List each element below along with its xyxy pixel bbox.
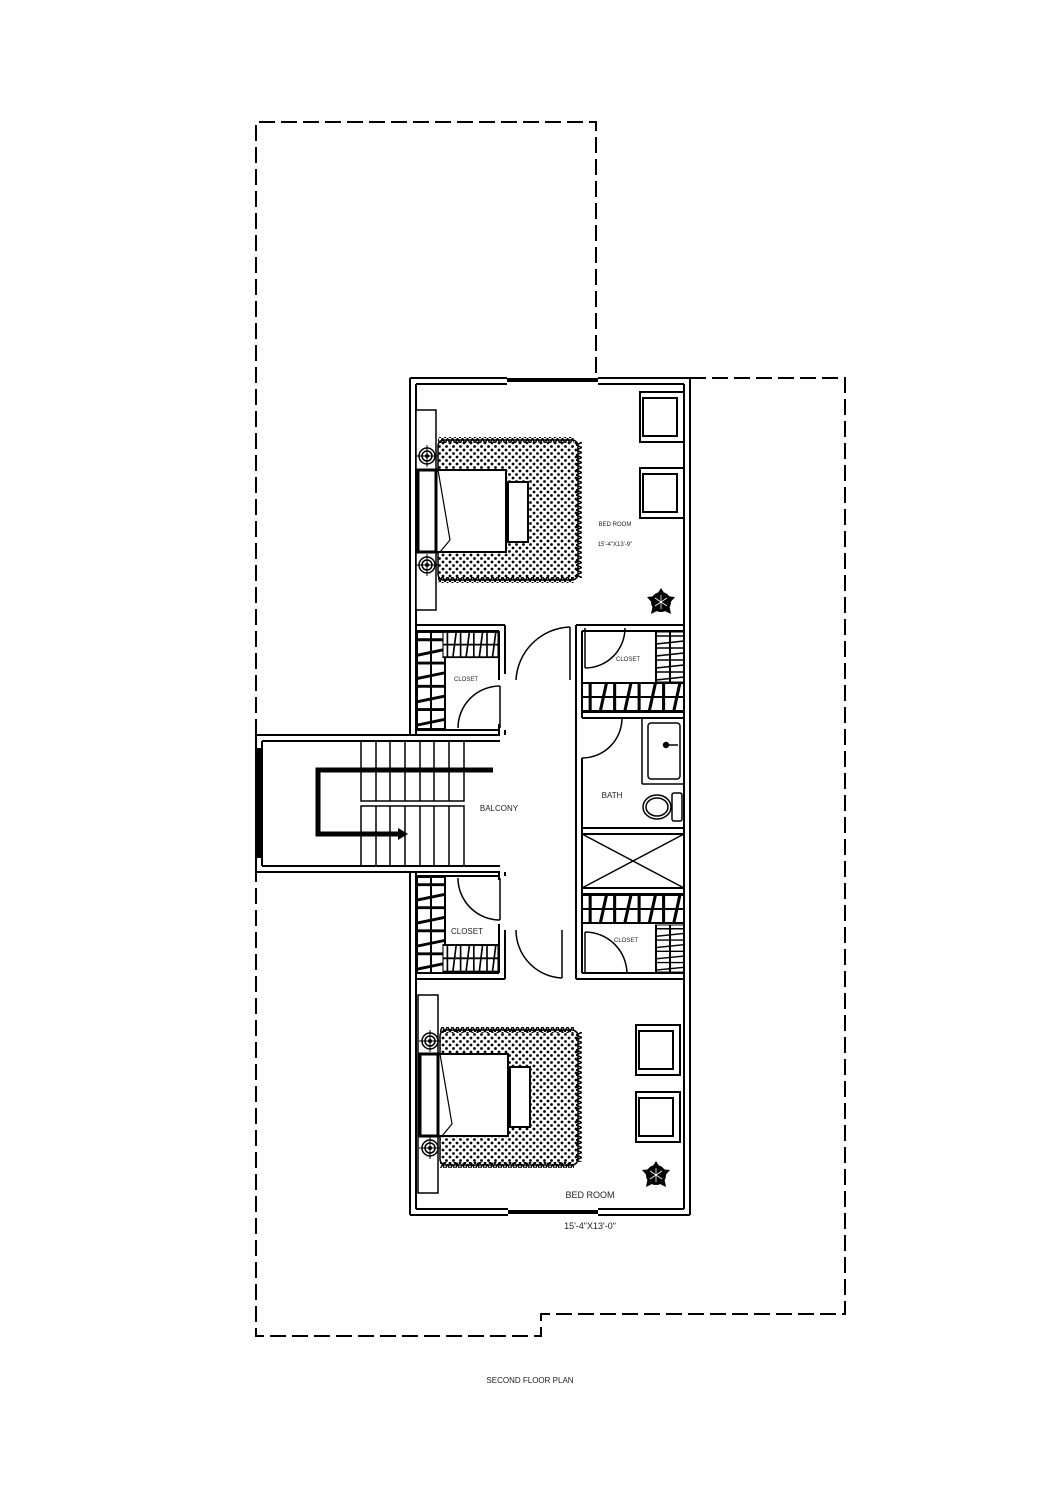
bedroom-bottom-furniture <box>417 994 681 1194</box>
closet-top-left-label: CLOSET <box>453 677 478 683</box>
bedroom-bottom-name: BED ROOM <box>565 1189 615 1200</box>
bedroom-top-label: BED ROOM 15'-4"X13'-9" <box>590 508 640 556</box>
bedroom-top-name: BED ROOM <box>598 521 632 528</box>
balcony-label: BALCONY <box>479 804 519 813</box>
bedroom-bottom-dimensions: 15'-4"X13'-0" <box>564 1220 616 1231</box>
bath-fixtures <box>641 718 684 822</box>
closet-bottom-left-label: CLOSET <box>450 927 483 936</box>
bath-label: BATH <box>601 791 623 800</box>
closet-top-right-label: CLOSET <box>615 657 640 663</box>
shaft <box>581 833 685 889</box>
dashed-boundary <box>255 121 846 1337</box>
closet-bottom-right-label: CLOSET <box>613 938 638 944</box>
stair-direction-arrow <box>315 767 493 840</box>
bedroom-top-furniture <box>415 391 685 615</box>
bedroom-top-dimensions: 15'-4"X13'-9" <box>597 542 633 549</box>
bedroom-bottom-label: BED ROOM 15'-4"X13'-0" <box>555 1169 625 1241</box>
doors <box>457 626 628 979</box>
drawing-title: SECOND FLOOR PLAN <box>486 1376 574 1385</box>
staircase <box>360 740 465 867</box>
